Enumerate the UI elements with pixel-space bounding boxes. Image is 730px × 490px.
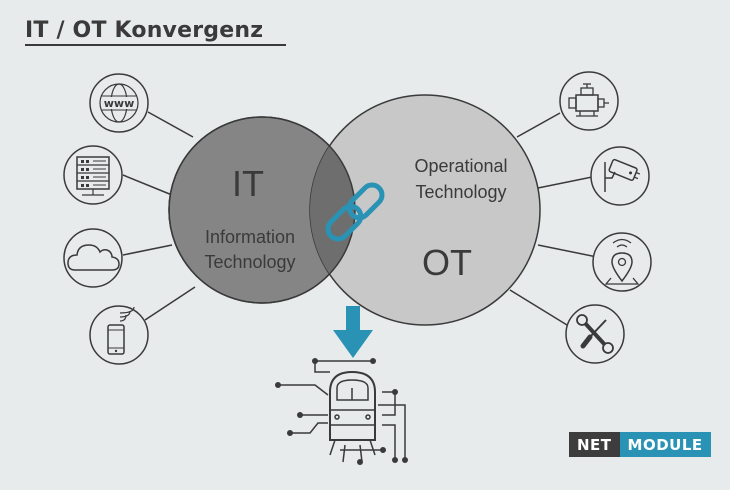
left-connectors [122, 111, 196, 321]
location-sensor-icon [592, 232, 652, 292]
page-title: IT / OT Konvergenz [25, 18, 264, 43]
down-arrow-icon [333, 306, 373, 358]
chain-link-icon [325, 182, 385, 242]
logo-module: MODULE [619, 432, 711, 457]
ot-abbr: OT [422, 242, 472, 283]
security-camera-icon [590, 146, 650, 206]
smartphone-icon [89, 305, 149, 365]
tools-icon [565, 304, 625, 364]
server-rack-icon [63, 145, 123, 205]
engine-icon [559, 71, 619, 131]
it-line1: Information [205, 227, 295, 247]
cloud-icon [63, 228, 123, 288]
www-globe-icon: www [89, 73, 149, 133]
netmodule-logo: NET MODULE [569, 432, 711, 457]
ot-line1: Operational [414, 156, 507, 176]
ot-line2: Technology [415, 182, 506, 202]
title-underline [25, 44, 286, 46]
www-label: www [104, 97, 135, 110]
it-line2: Technology [204, 252, 295, 272]
logo-net: NET [569, 432, 620, 457]
right-connectors [509, 112, 598, 326]
train-circuit-icon [275, 358, 408, 465]
it-abbr: IT [232, 163, 264, 204]
